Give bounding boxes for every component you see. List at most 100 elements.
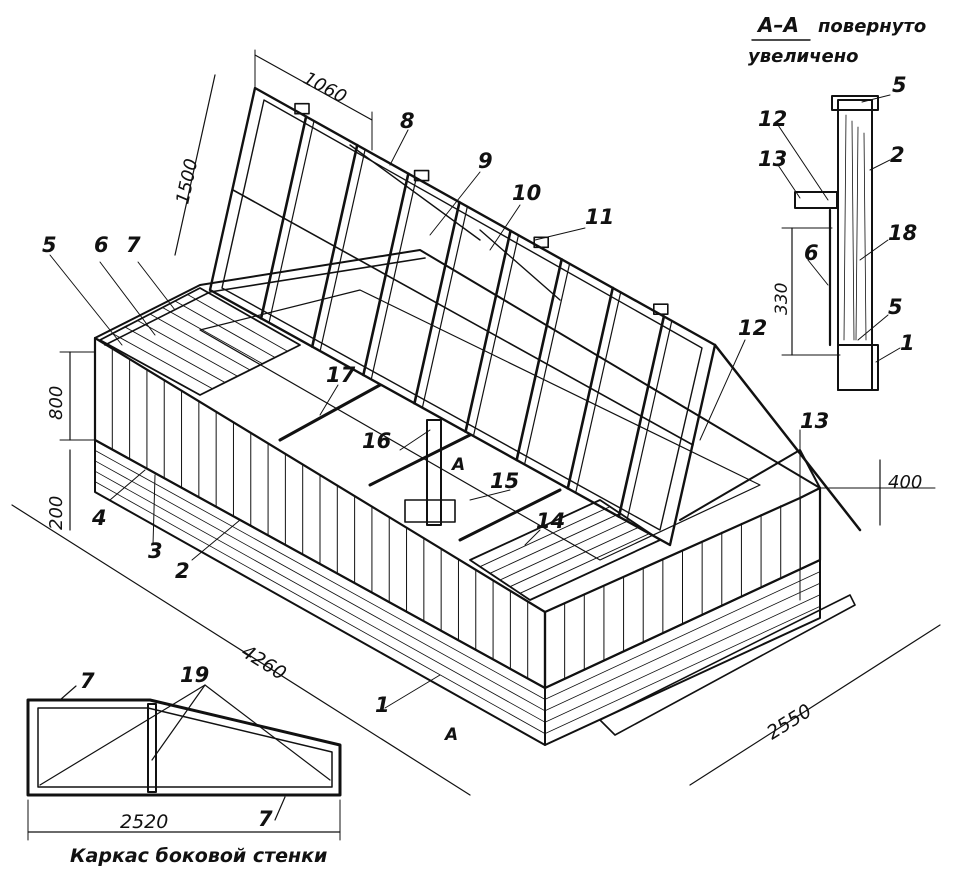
label-1: 1 (375, 693, 390, 717)
main-labels: 5 6 7 8 9 10 11 12 13 17 16 15 14 4 3 2 … (42, 109, 829, 745)
greenhouse-body (93, 249, 856, 746)
label-5: 5 (42, 233, 57, 257)
label-8: 8 (400, 109, 415, 133)
leader-lines (49, 129, 801, 709)
rail-blocks (294, 102, 669, 315)
leader-7-top (59, 685, 77, 701)
rail-block (652, 303, 669, 315)
frame-label-7-top: 7 (80, 669, 95, 693)
section-aa: А–А повернуто увеличено 330 5 12 13 2 18 (748, 13, 926, 391)
rail-block (413, 169, 430, 182)
label-7: 7 (126, 233, 141, 257)
roof-board-line (187, 294, 288, 352)
label-6: 6 (94, 233, 109, 257)
crossbar-15 (368, 433, 472, 487)
dim-1060: 1060 (300, 68, 350, 108)
sash-midrail (232, 189, 694, 446)
label-10: 10 (512, 181, 541, 205)
section-grain (843, 114, 867, 341)
section-dim-330: 330 (772, 283, 792, 315)
dim-line-1060 (254, 54, 373, 121)
leader-19-c (204, 684, 331, 781)
section-note-1: повернуто (818, 16, 926, 37)
left-roof-hatch (112, 294, 288, 390)
rail-block (294, 102, 310, 115)
dimension-lines (11, 49, 941, 796)
brick-course (94, 470, 546, 723)
roof-board-line (112, 333, 213, 390)
sash-prop (713, 343, 862, 532)
frame-label-19: 19 (180, 663, 209, 687)
label-11: 11 (585, 205, 614, 229)
frame-post (147, 703, 157, 793)
post-16 (426, 419, 442, 526)
roof-board-line (489, 512, 621, 574)
roof-board-line (509, 526, 641, 588)
roof-board-line (149, 313, 251, 371)
label-3: 3 (148, 539, 163, 563)
dim-line-1500 (174, 74, 216, 256)
frame-label-7-bottom: 7 (258, 807, 273, 831)
section-top-cap (831, 95, 879, 111)
leader-7-bottom (274, 796, 286, 821)
frame-caption: Каркас боковой стенки (70, 845, 327, 867)
rail-block (533, 236, 550, 249)
section-title: А–А (756, 13, 799, 37)
wood-grain (855, 126, 859, 341)
section-mark-lower: А (443, 725, 458, 745)
roof-board-line (137, 320, 238, 377)
section-bottom-bar (837, 344, 879, 391)
wall-top-rim (94, 249, 821, 489)
brick-course (94, 460, 546, 712)
left-roof-boards (99, 287, 301, 396)
label-16: 16 (362, 429, 391, 453)
dim-line-4260 (11, 504, 471, 796)
raised-roof-frame (208, 86, 862, 547)
dim-200: 200 (46, 496, 67, 530)
wood-grain (843, 114, 847, 341)
roof-board-line (162, 307, 263, 365)
roof-board-line (519, 532, 651, 594)
label-15: 15 (490, 469, 519, 493)
frame-inner (37, 707, 333, 788)
label-13: 13 (800, 409, 829, 433)
section-note-2: увеличено (748, 46, 859, 67)
side-wall-frame: 7 19 7 2520 Каркас боковой стенки (26, 663, 342, 867)
ground-plank (599, 594, 856, 736)
brick-course (544, 606, 821, 734)
label-9: 9 (478, 149, 493, 173)
end-rafter (679, 449, 821, 521)
section-label-13: 13 (758, 147, 787, 171)
dim-400: 400 (888, 472, 922, 493)
dim-1500: 1500 (172, 157, 202, 206)
brick-course (94, 481, 546, 734)
label-4: 4 (91, 506, 107, 530)
section-label-5-top: 5 (892, 73, 907, 97)
roof-board-line (479, 506, 611, 568)
frame-outline (26, 698, 342, 797)
section-label-1: 1 (900, 331, 915, 355)
frame-dim-2520: 2520 (120, 811, 168, 833)
roof-board-line (499, 519, 631, 581)
crossbar-14 (458, 488, 562, 542)
section-board (837, 99, 873, 391)
sash-bar-edge (319, 148, 366, 352)
section-mark-upper: А (450, 455, 465, 475)
section-label-18: 18 (888, 221, 917, 245)
wall-top-rim-inner (104, 257, 426, 346)
section-label-2: 2 (890, 143, 905, 167)
sash-inner (221, 99, 703, 531)
section-label-5-bottom: 5 (888, 295, 903, 319)
label-17: 17 (326, 363, 356, 387)
label-14: 14 (536, 509, 565, 533)
label-12: 12 (738, 316, 767, 340)
brace-10 (479, 229, 561, 301)
bed-floor (199, 289, 761, 561)
brick-course (94, 449, 546, 700)
sash-bar-edge (268, 119, 315, 323)
brick-course (544, 582, 821, 712)
brace-9 (349, 144, 481, 241)
leader-19-b (151, 684, 206, 761)
